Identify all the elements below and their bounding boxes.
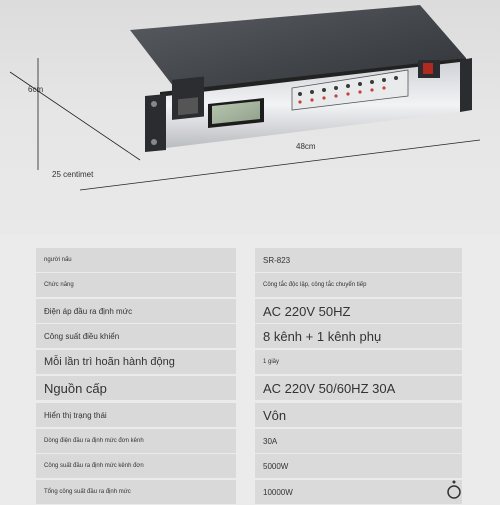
spec-row-total-power: Tổng công suất đầu ra định mức 10000W	[36, 480, 462, 505]
product-photo	[0, 0, 500, 235]
dimension-width-label: 48cm	[296, 142, 316, 151]
spec-value: 30A	[255, 429, 462, 453]
spec-value: 10000W	[255, 480, 462, 504]
spec-row-channel-current: Dòng điện đầu ra định mức đơn kênh 30A	[36, 429, 462, 454]
spec-label: Dòng điện đầu ra định mức đơn kênh	[36, 429, 236, 453]
spec-value: AC 220V 50HZ	[255, 299, 462, 323]
spec-row-function: Chức năng Công tắc độc lập, công tắc chu…	[36, 273, 462, 298]
rack-device	[130, 5, 472, 152]
spec-value: 5000W	[255, 454, 462, 478]
spec-value: Công tắc độc lập, công tắc chuyển tiếp	[255, 273, 462, 297]
spec-row-model: người nấu SR-823	[36, 248, 462, 273]
spec-label: Tổng công suất đầu ra định mức	[36, 480, 236, 504]
spec-label: Chức năng	[36, 273, 236, 297]
dimension-depth-label: 25 centimet	[52, 170, 94, 179]
spec-label: Hiển thị trạng thái	[36, 403, 236, 427]
spec-row-delay: Mỗi lần trì hoãn hành động 1 giây	[36, 350, 462, 375]
spec-row-control-power: Công suất điều khiển 8 kênh + 1 kênh phụ	[36, 324, 462, 349]
spec-label: Mỗi lần trì hoãn hành động	[36, 350, 236, 374]
spec-label: Công suất đầu ra định mức kênh đơn	[36, 454, 236, 478]
spec-value: SR-823	[255, 248, 462, 272]
spec-row-power-supply: Nguồn cấp AC 220V 50/60HZ 30A	[36, 376, 462, 401]
spec-value: 8 kênh + 1 kênh phụ	[255, 324, 462, 348]
spec-row-status-display: Hiển thị trạng thái Vôn	[36, 403, 462, 428]
watermark-icon	[447, 480, 461, 499]
spec-label: Điện áp đầu ra định mức	[36, 299, 236, 323]
spec-row-output-voltage: Điện áp đầu ra định mức AC 220V 50HZ	[36, 299, 462, 324]
spec-value: Vôn	[255, 403, 462, 427]
dimension-lines	[9, 58, 481, 191]
spec-label: người nấu	[36, 248, 236, 272]
spec-label: Nguồn cấp	[36, 376, 236, 400]
spec-value: 1 giây	[255, 350, 462, 374]
spec-label: Công suất điều khiển	[36, 324, 236, 348]
spec-value: AC 220V 50/60HZ 30A	[255, 376, 462, 400]
dimension-height-label: 6cm	[28, 85, 44, 94]
spec-row-channel-power: Công suất đầu ra định mức kênh đơn 5000W	[36, 454, 462, 479]
